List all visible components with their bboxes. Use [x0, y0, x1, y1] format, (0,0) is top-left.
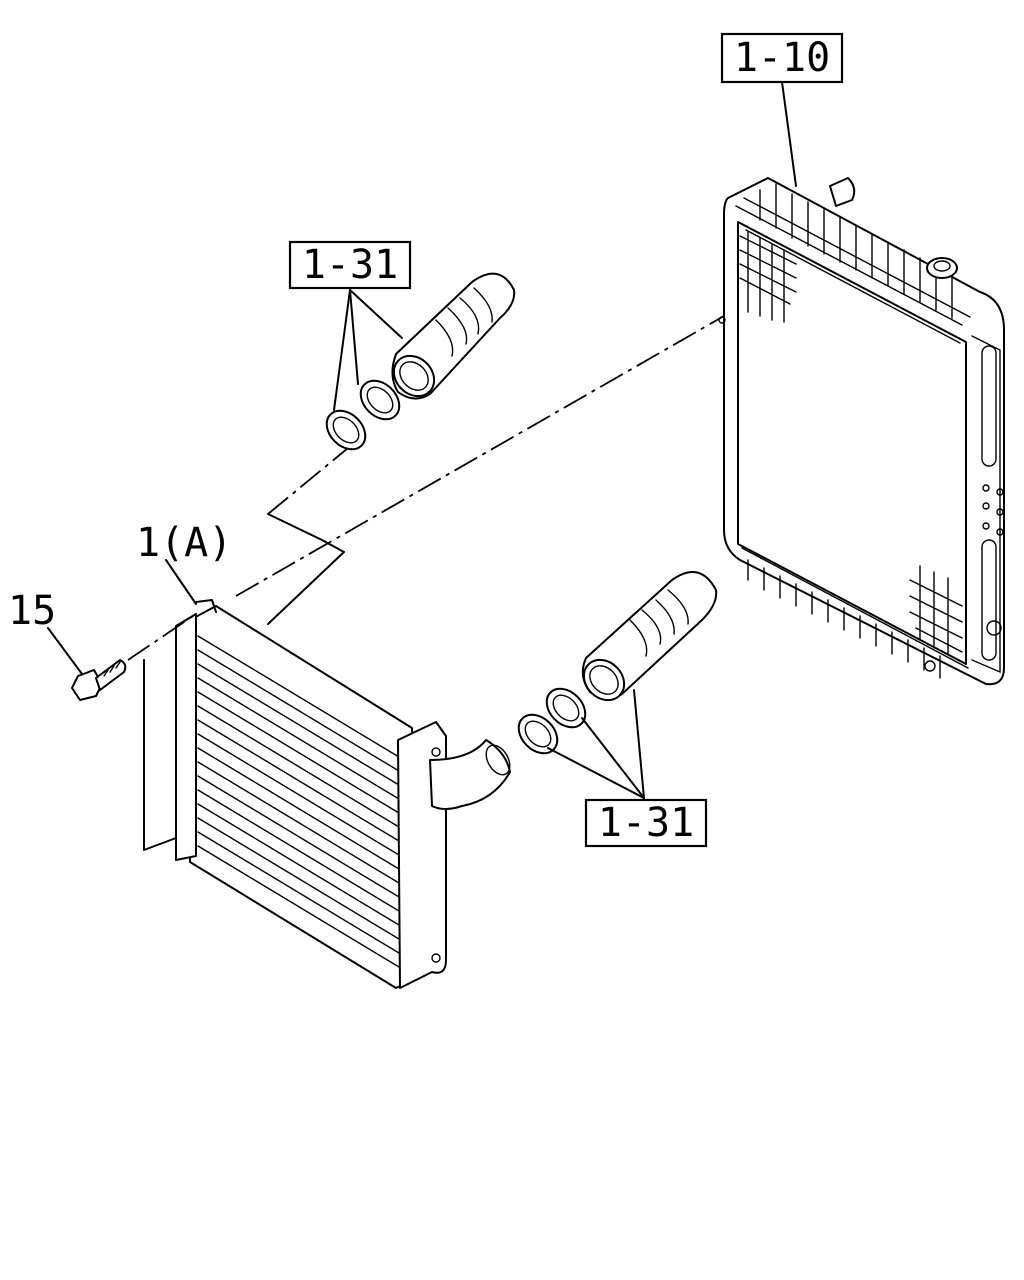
leader-lines [47, 81, 797, 850]
upper-hose [391, 272, 516, 400]
radiator-inlet-icon [829, 177, 856, 207]
callout-upper-hose-label: 1-31 [302, 242, 398, 288]
intercooler-fins [197, 635, 405, 971]
lower-hose-clamp-2 [517, 713, 559, 755]
radiator-top-fins [735, 183, 971, 326]
upper-hose-clamp-2 [325, 409, 367, 451]
intercooler-outlet-pipe [429, 739, 511, 810]
radiator-mount-holes [718, 316, 1004, 672]
lower-hose-clamp-1 [545, 687, 587, 729]
intercooler-left-bracket [175, 613, 197, 861]
lower-hose-set [517, 571, 718, 755]
lower-hose [581, 571, 718, 702]
upper-hose-set [325, 272, 516, 451]
callout-lower-hose-label: 1-31 [598, 800, 694, 846]
bolt-icon [71, 659, 127, 701]
radiator-bottom-fins [741, 547, 969, 679]
callout-bolt-label: 15 [8, 588, 56, 634]
intercooler-assembly [143, 599, 511, 989]
core-mesh-top [739, 231, 797, 323]
callout-intercooler-label: 1(A) [136, 520, 232, 566]
callout-lower-hose: 1-31 [584, 798, 708, 848]
core-mesh-bottom [909, 565, 963, 655]
callout-radiator: 1-10 [720, 32, 844, 84]
upper-hose-clamp-1 [359, 379, 401, 421]
radiator-assembly [718, 177, 1005, 686]
radiator-cap-icon [926, 257, 958, 279]
callout-upper-hose: 1-31 [288, 240, 412, 290]
callout-radiator-label: 1-10 [734, 35, 830, 81]
